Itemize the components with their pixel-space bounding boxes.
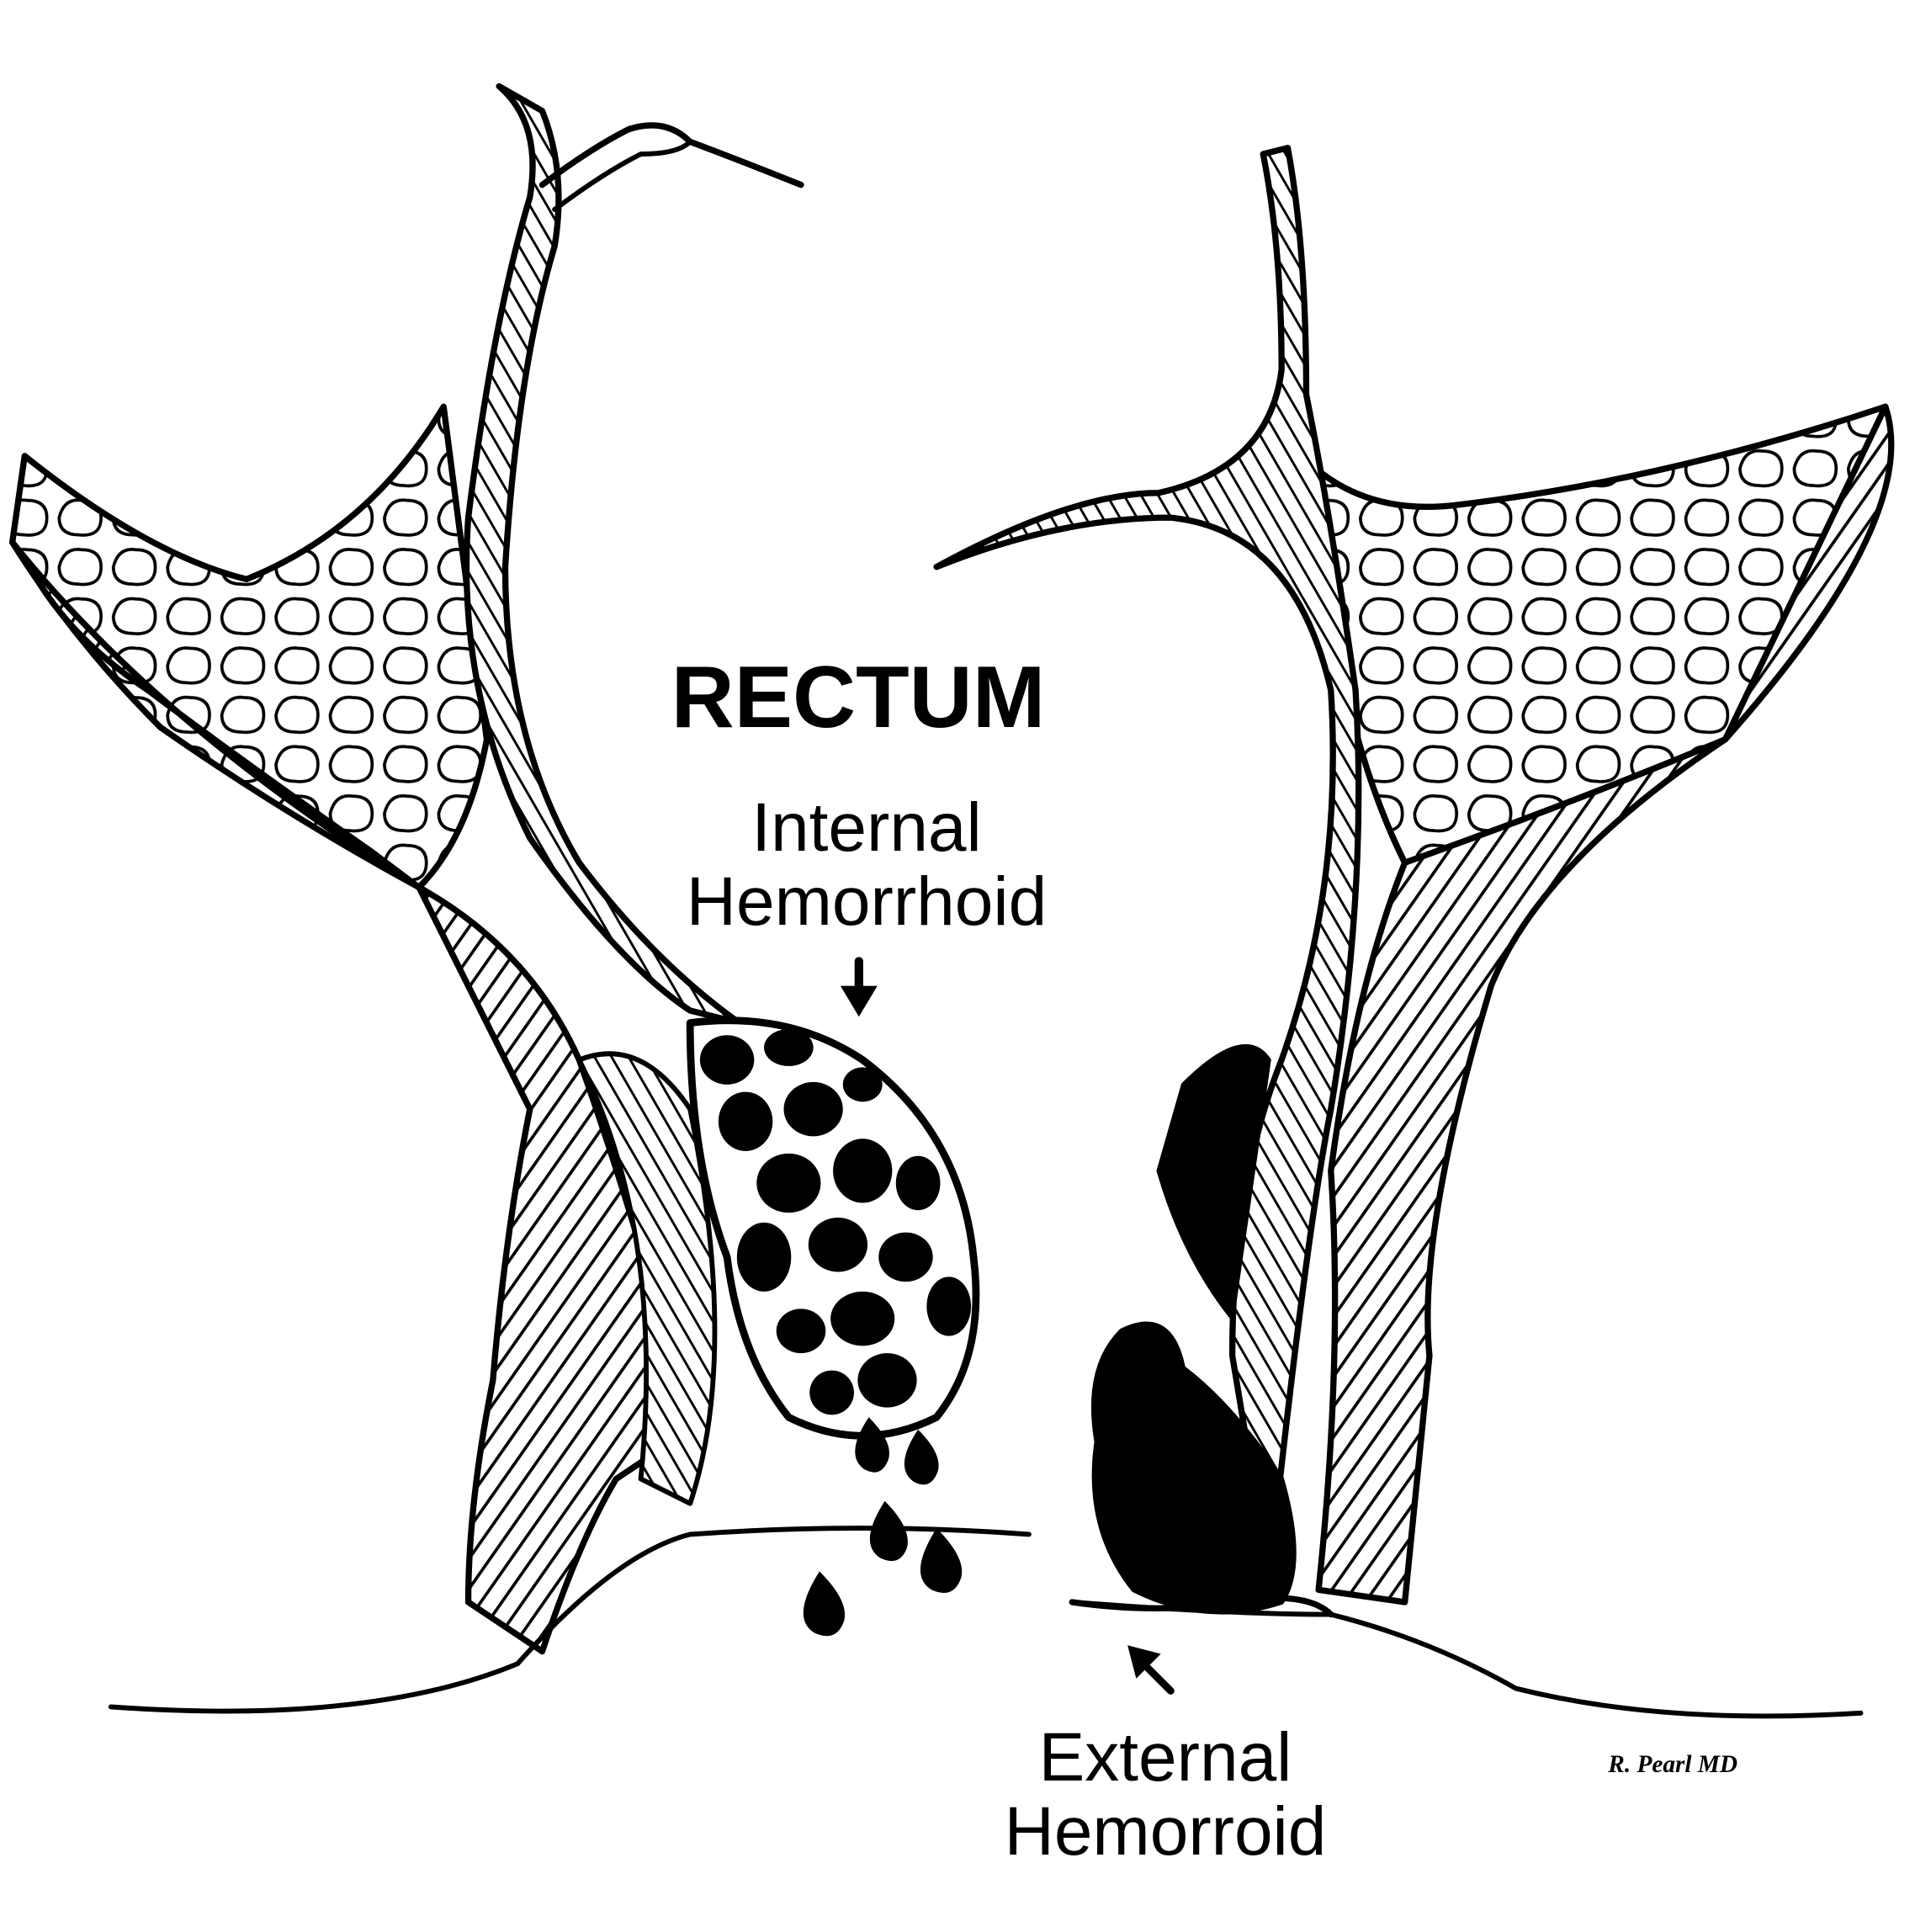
- internal-label-line1: Internal: [751, 789, 982, 866]
- right-rectal-wall: [933, 145, 1895, 1606]
- external-label-line2: Hemorroid: [1004, 1793, 1327, 1870]
- rectum-label: RECTUM: [671, 649, 1046, 746]
- blood-drops: [803, 1417, 963, 1637]
- left-skin-line: [108, 1526, 1032, 1714]
- external-hemorrhoid: [1069, 1321, 1334, 1618]
- external-label-line1: External: [1038, 1719, 1292, 1796]
- internal-hemorrhoid: [686, 1016, 980, 1440]
- arrow-up-left-icon: [1127, 1645, 1175, 1695]
- external-hemorrhoid-label: External Hemorroid: [959, 1721, 1371, 1869]
- right-skin-line: [1069, 1600, 1864, 1719]
- internal-hemorrhoid-label: Internal Hemorrhoid: [639, 791, 1094, 939]
- signature: R. Pearl MD: [1607, 1751, 1737, 1778]
- internal-label-line2: Hemorrhoid: [686, 863, 1048, 940]
- arrow-down-icon: [840, 957, 878, 1017]
